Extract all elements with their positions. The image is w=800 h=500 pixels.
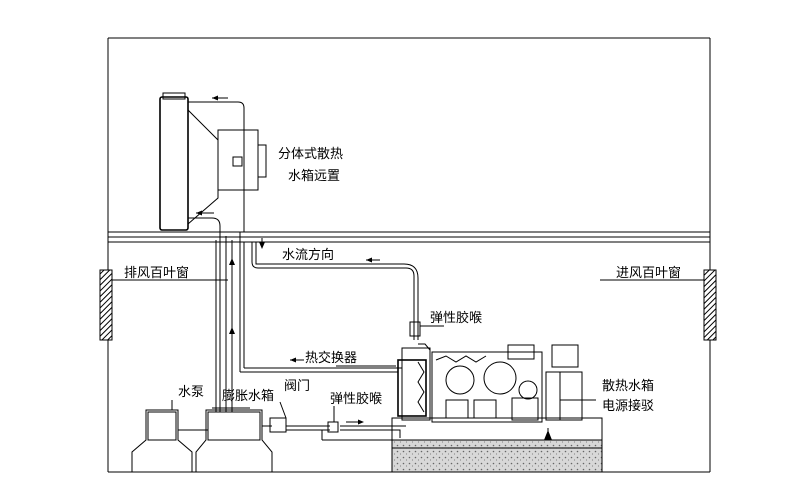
flexible-joint-top-label: 弹性胶喉 [430,310,482,326]
radiator-power-label-line2: 电源接驳 [602,398,654,414]
flow-arrow-radiator-bottom [196,210,214,216]
intake-louver [703,269,717,341]
heat-exchanger-label: 热交换器 [305,350,357,366]
exhaust-louver-label: 排风百叶窗 [124,265,189,281]
flow-arrows [229,238,380,425]
flow-arrow-radiator-top [212,95,228,101]
remote-radiator-label-line1: 分体式散热 [278,147,343,162]
valve-label: 阀门 [284,379,310,394]
water-flow-direction-label: 水流方向 [282,247,334,263]
expansion-tank-label: 膨胀水箱 [222,388,274,404]
flexible-joint-top [409,321,421,337]
valve [269,417,287,433]
intake-louver-label: 进风百叶窗 [616,265,681,281]
flexible-joint-bottom-label: 弹性胶喉 [330,391,382,407]
leader-lines [112,279,704,422]
remote-radiator-label-line2: 水箱远置 [288,168,340,184]
floor-slab [108,231,710,243]
generator-foundation [391,439,603,473]
exhaust-louver [99,269,113,341]
heat-exchanger [397,359,427,417]
water-pump [131,409,193,472]
radiator-power-label-line1: 散热水箱 [602,378,654,394]
water-pump-label: 水泵 [178,385,204,400]
pipe-network [178,232,560,441]
remote-radiator-unit [159,92,267,240]
expansion-tank [195,409,273,472]
flexible-joint-bottom [327,421,339,433]
